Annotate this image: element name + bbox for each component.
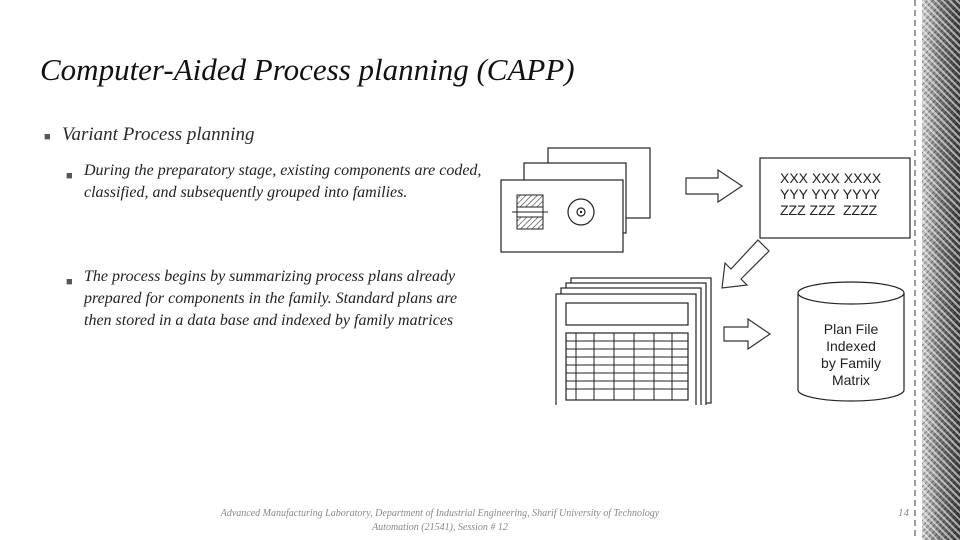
arrow-right-icon — [685, 168, 744, 204]
decorative-dashed-line — [914, 0, 916, 540]
code-line: YYY YYY YYYY — [780, 186, 881, 202]
arrow-right-icon — [723, 317, 772, 351]
bullet-item: ■ Variant Process planning — [44, 124, 484, 146]
plan-file-label: Matrix — [832, 372, 870, 388]
sub-bullet-item: ■ The process begins by summarizing proc… — [66, 266, 484, 332]
page-number: 14 — [898, 507, 909, 519]
classification-code-box — [759, 157, 911, 239]
slide-footer: Advanced Manufacturing Laboratory, Depar… — [180, 507, 700, 535]
database-icon — [797, 281, 905, 402]
decorative-edge-strip — [922, 0, 960, 540]
plan-file-label: by Family — [821, 355, 881, 371]
footer-line: Automation (21541), Session # 12 — [372, 522, 508, 533]
footer-line: Advanced Manufacturing Laboratory, Depar… — [220, 508, 660, 519]
bullet-list: ■ Variant Process planning ■ During the … — [44, 124, 484, 348]
code-line: ZZZ ZZZ ZZZZ — [780, 202, 878, 218]
variant-planning-diagram: XXX XXX XXXX YYY YYY YYYY ZZZ ZZZ ZZZZ — [496, 140, 916, 420]
plan-file-label: Indexed — [826, 338, 876, 354]
sub-bullet-text: The process begins by summarizing proces… — [84, 268, 458, 329]
slide-title: Computer-Aided Process planning (CAPP) — [40, 52, 575, 87]
sub-bullet-item: ■ During the preparatory stage, existing… — [66, 160, 484, 204]
bullet-text: Variant Process planning — [62, 124, 255, 145]
arrow-down-left-icon — [721, 239, 770, 289]
sub-bullet-text: During the preparatory stage, existing c… — [84, 162, 482, 201]
bullet-marker-icon: ■ — [66, 170, 73, 182]
bullet-marker-icon: ■ — [44, 131, 51, 143]
code-line: XXX XXX XXXX — [780, 170, 882, 186]
plan-file-label: Plan File — [824, 321, 879, 337]
part-drawings-stack — [500, 147, 651, 253]
bullet-marker-icon: ■ — [66, 276, 73, 288]
process-plans-stack — [555, 277, 712, 420]
